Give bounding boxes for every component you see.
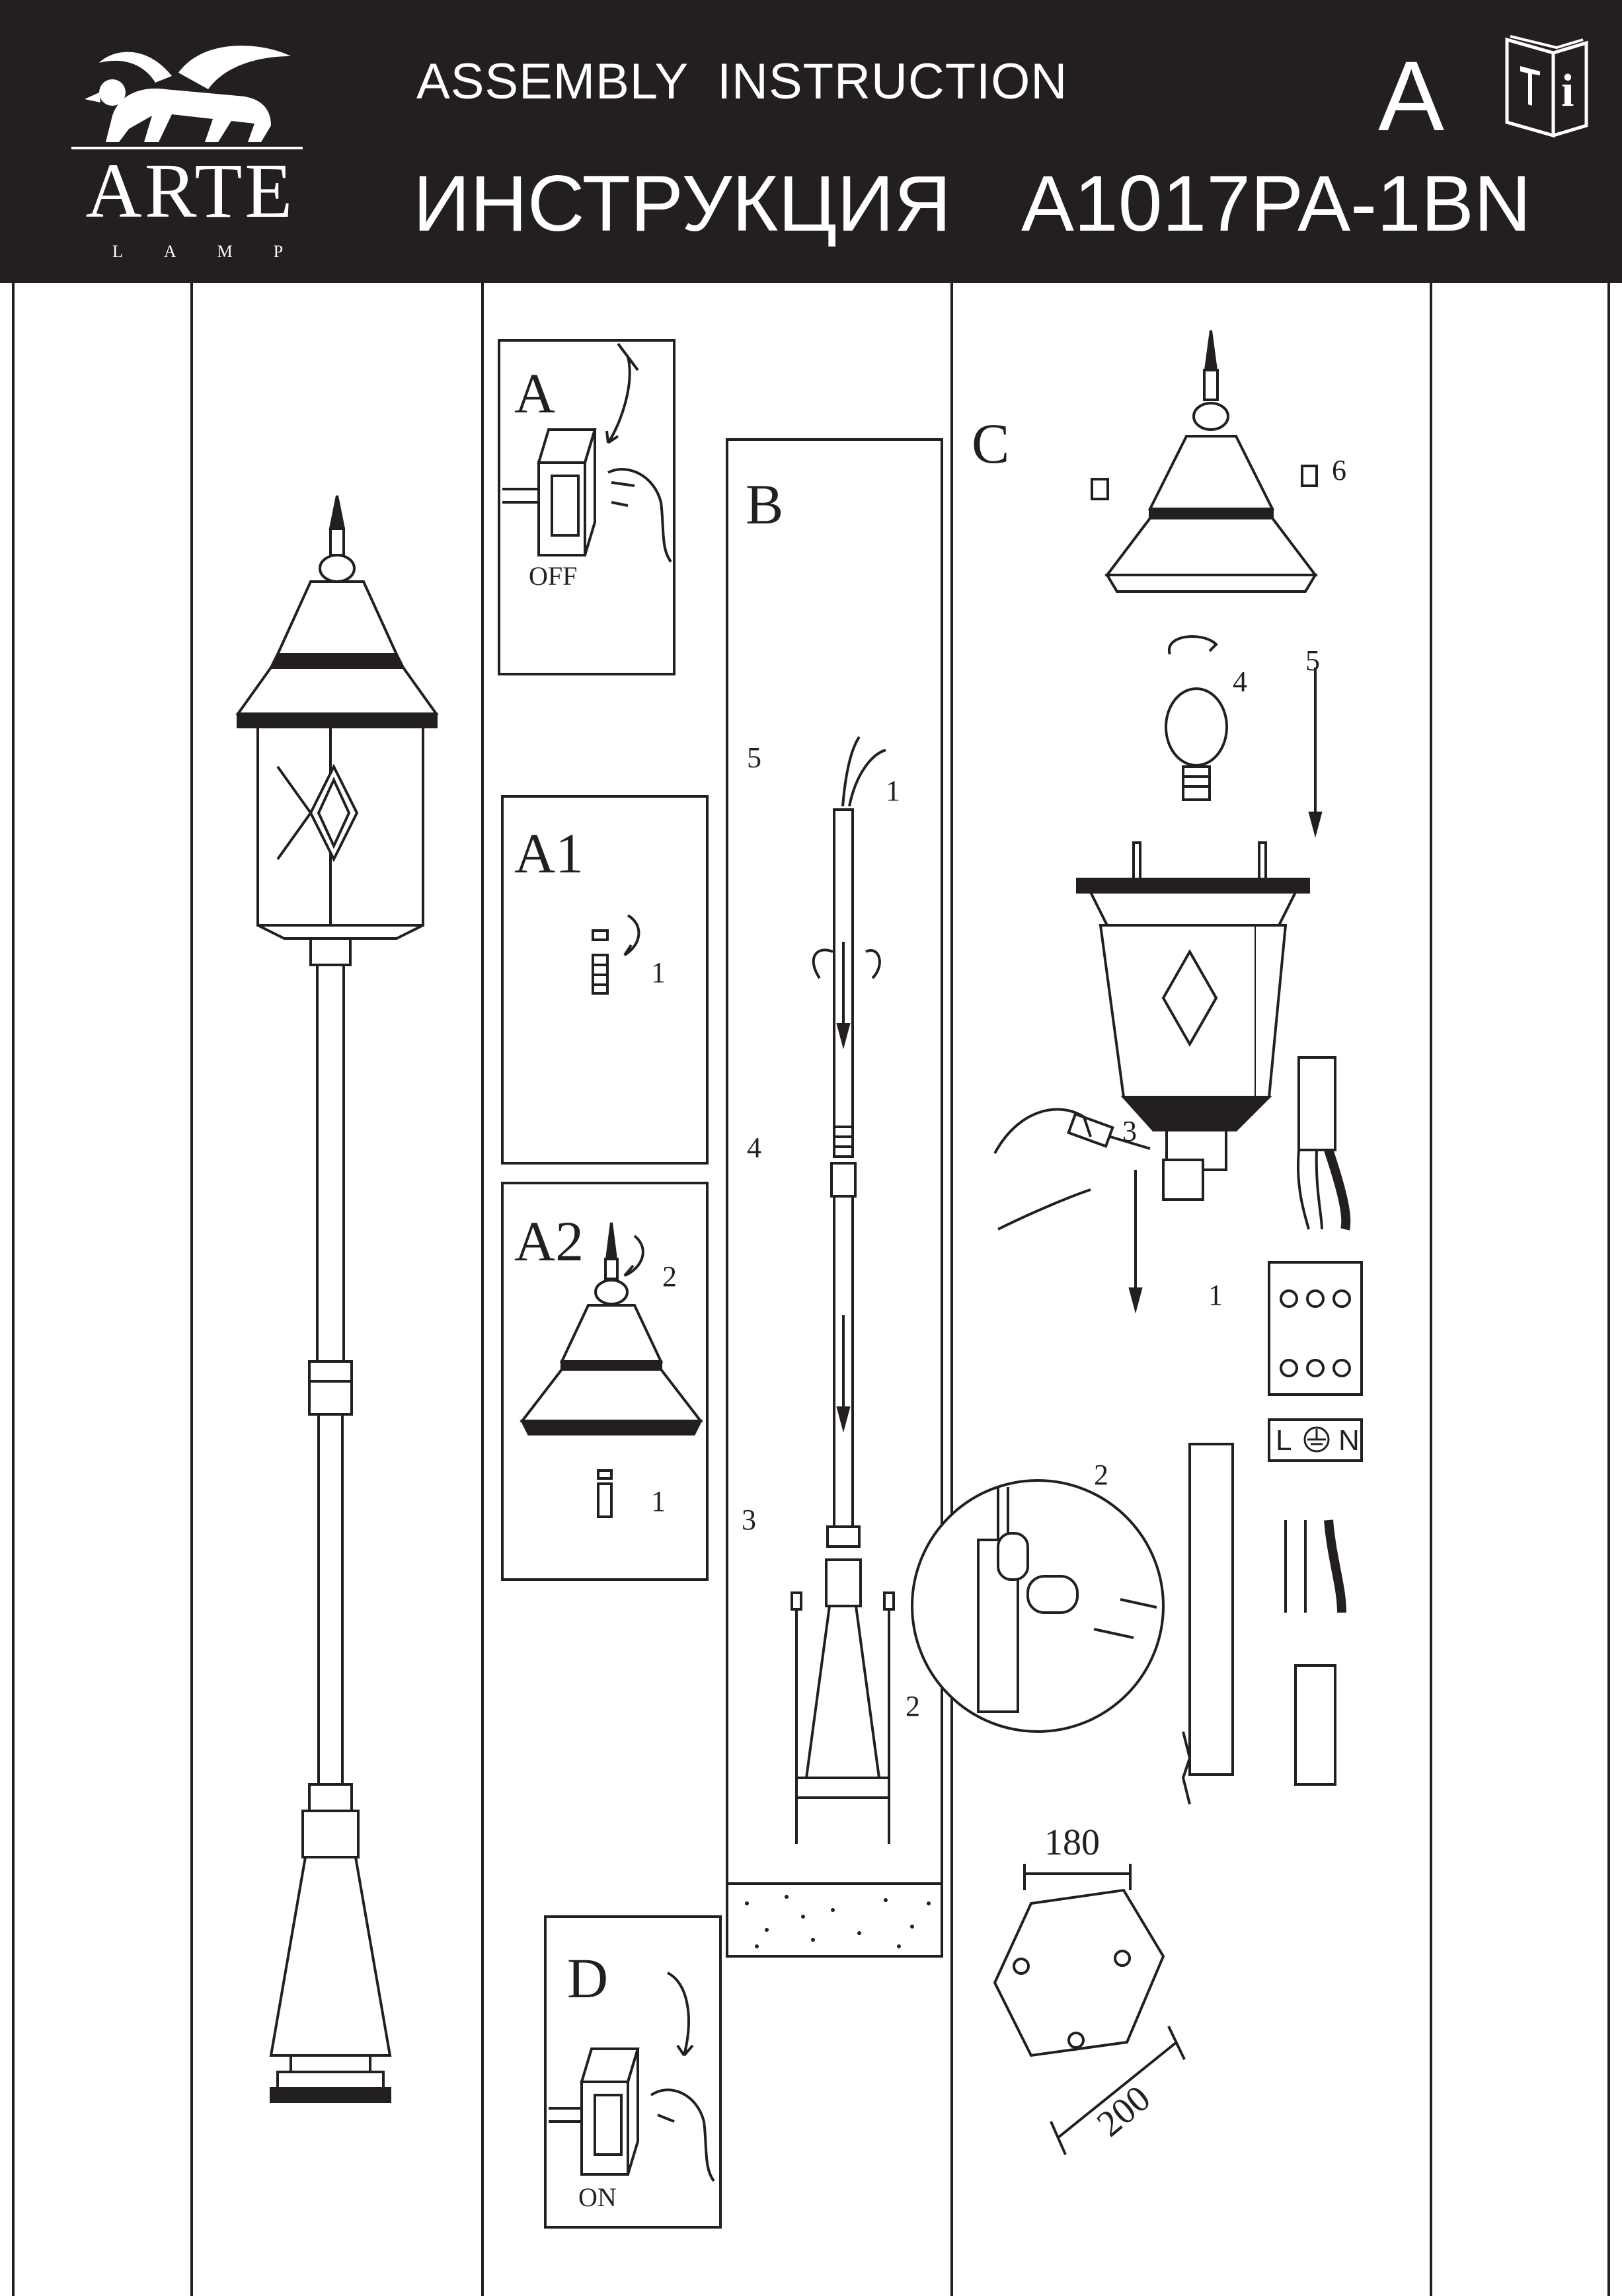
- panel-a-label: A: [514, 362, 556, 425]
- panel-b-step-e: 2: [906, 1690, 920, 1722]
- panel-a2-step-a: 2: [662, 1260, 677, 1293]
- panel-c-step-a: 6: [1332, 454, 1346, 486]
- hand-icon: [650, 1971, 715, 2182]
- hand-icon: [605, 342, 672, 563]
- panel-a-frame: [498, 339, 676, 675]
- panel-d-frame: [544, 1915, 722, 2229]
- lamp-post-drawing: [235, 495, 439, 2103]
- info-book-icon: i: [1505, 35, 1588, 138]
- griffin-logo-icon: [85, 46, 291, 142]
- panel-c-step-c: 5: [1305, 644, 1320, 677]
- brand-sub: LAMP: [112, 242, 325, 261]
- panel-b-step-c: 4: [747, 1131, 761, 1164]
- earth-symbol-icon: [1303, 1426, 1330, 1453]
- panel-c-step-d: 3: [1122, 1115, 1137, 1147]
- light-switch-icon: [502, 428, 597, 556]
- lantern-body-drawing: [1076, 668, 1323, 1805]
- dimension-top: 180: [1044, 1822, 1100, 1863]
- ground-block: [726, 1882, 943, 1958]
- terminal-block-drawing: [1268, 1056, 1363, 1786]
- panel-a-state: OFF: [529, 561, 578, 591]
- panel-b-step-a: 5: [747, 742, 761, 774]
- bulb-icon: [1165, 635, 1228, 801]
- lamp-cap-drawing: [519, 1222, 704, 1518]
- panel-c-step-f: 2: [1094, 1459, 1108, 1491]
- svg-text:i: i: [1561, 65, 1574, 116]
- header-bar: ARTE LAMP ASSEMBLY INSTRUCTION ИНСТРУКЦИ…: [0, 0, 1622, 283]
- model-number: A1017PA-1BN: [1021, 159, 1531, 248]
- logo-rule: [71, 147, 303, 149]
- panel-a2-step-b: 1: [651, 1485, 666, 1517]
- panel-d-state: ON: [578, 2182, 617, 2212]
- panel-b-label: B: [746, 473, 784, 536]
- title-russian: ИНСТРУКЦИЯ: [413, 159, 952, 248]
- detail-drawing: [977, 1487, 1157, 1713]
- section-letter: A: [1378, 40, 1445, 151]
- lamp-top-drawing: [1091, 330, 1319, 593]
- panel-d-label: D: [567, 1946, 609, 2010]
- panel-b-step-d: 3: [742, 1504, 756, 1536]
- title-english: ASSEMBLY INSTRUCTION: [416, 54, 1068, 110]
- base-plate-drawing: [993, 1864, 1186, 2155]
- pole-assembly-drawing: [791, 736, 895, 1844]
- screwdriver-icon: [993, 1108, 1151, 1231]
- panel-c-step-b: 4: [1233, 666, 1247, 698]
- screw-icon: [592, 914, 640, 995]
- panel-a2-frame: [501, 1182, 709, 1581]
- light-switch-icon: [549, 2047, 640, 2176]
- panel-a1-label: A1: [514, 822, 584, 885]
- panel-a1-step: 1: [651, 956, 666, 989]
- panel-b-step-b: 1: [886, 775, 900, 807]
- terminal-n-label: N: [1338, 1424, 1360, 1457]
- panel-c-label: C: [972, 412, 1010, 475]
- terminal-l-label: L: [1276, 1424, 1292, 1457]
- panel-a1-frame: [501, 795, 709, 1165]
- panel-c-step-e: 1: [1208, 1279, 1223, 1311]
- ground-texture: [745, 1895, 931, 1948]
- panel-a2-label: A2: [514, 1209, 584, 1273]
- instruction-sheet: [12, 283, 1610, 2296]
- brand-name: ARTE: [85, 147, 295, 234]
